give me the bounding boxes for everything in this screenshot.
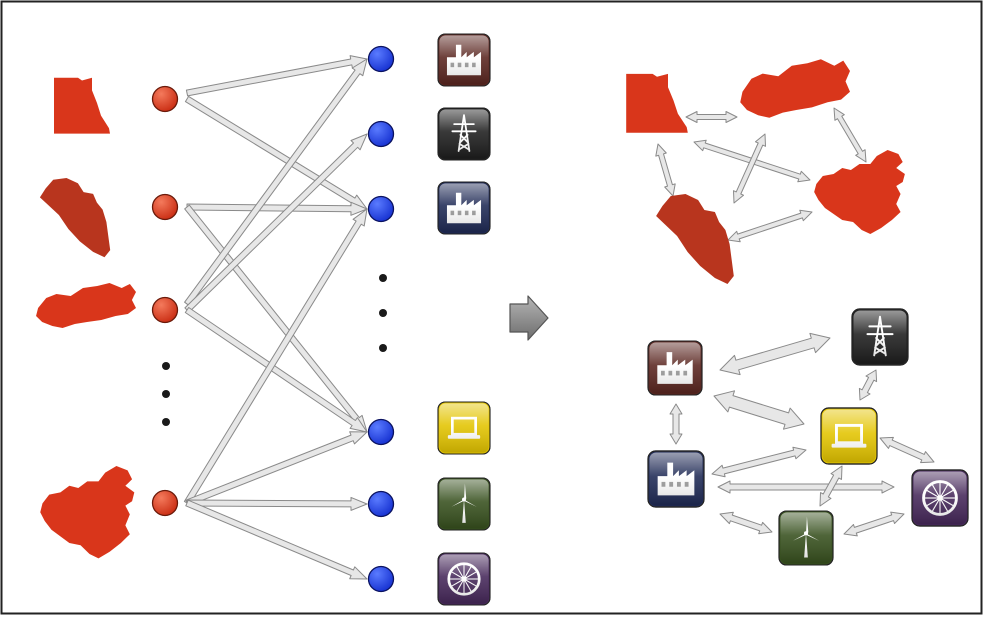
target-node	[367, 565, 395, 593]
ellipsis-dot	[379, 309, 387, 317]
factory-icon	[437, 181, 491, 235]
laptop-icon	[437, 401, 491, 455]
transform-arrow-shape	[509, 295, 549, 341]
industry-link-arrow	[843, 511, 905, 537]
industry-link-arrow	[711, 446, 807, 478]
china-map-icon	[814, 150, 905, 234]
ellipsis-dot	[162, 362, 170, 370]
link-arrow	[184, 204, 368, 433]
peru-map-icon	[39, 178, 111, 258]
laptop-icon	[820, 407, 878, 465]
industry-link-arrow	[719, 332, 831, 376]
left-link-arrows	[183, 55, 368, 580]
link-arrow	[185, 499, 368, 580]
country-link-arrow	[833, 107, 867, 163]
link-arrow	[186, 496, 368, 511]
power-tower-icon	[851, 308, 909, 366]
country-link-arrow	[727, 209, 813, 243]
ellipsis-dot	[162, 418, 170, 426]
power-tower-icon	[437, 107, 491, 161]
turkey-map-icon	[740, 59, 850, 118]
country-link-arrow	[685, 111, 738, 123]
peru-map-icon	[656, 194, 734, 284]
left-country-maps	[36, 77, 136, 559]
ellipsis-dot	[162, 390, 170, 398]
turkey-map-icon	[36, 283, 136, 328]
link-arrow	[185, 431, 368, 507]
link-arrow	[184, 307, 368, 433]
industry-link-arrow	[717, 480, 895, 494]
country-network-arrows	[655, 107, 867, 243]
link-arrow	[184, 95, 368, 210]
link-arrow	[186, 201, 368, 216]
country-network-maps	[626, 59, 905, 284]
wind-turbine-icon	[437, 477, 491, 531]
target-node	[367, 195, 395, 223]
wheel-icon	[437, 552, 491, 606]
factory-icon	[647, 340, 703, 396]
industry-link-arrow	[879, 436, 935, 464]
country-link-arrow	[733, 133, 766, 204]
wind-turbine-icon	[778, 510, 834, 566]
link-arrow	[184, 58, 368, 307]
egypt-map-icon	[54, 77, 110, 134]
ellipsis-dot	[379, 344, 387, 352]
source-node	[151, 489, 179, 517]
transform-arrow-icon	[509, 295, 549, 341]
industry-link-arrow	[719, 511, 773, 535]
industry-network-icons	[647, 308, 969, 566]
target-node	[367, 418, 395, 446]
target-node	[367, 45, 395, 73]
link-arrow	[184, 133, 368, 313]
industry-link-arrow	[819, 465, 843, 507]
target-node	[367, 490, 395, 518]
target-node	[367, 120, 395, 148]
egypt-map-icon	[626, 73, 688, 133]
source-node	[151, 296, 179, 324]
factory-icon	[647, 450, 705, 508]
left-industry-icons	[437, 33, 491, 606]
wheel-icon	[911, 469, 969, 527]
ellipsis-dots	[162, 274, 387, 426]
industry-link-arrow	[669, 403, 683, 445]
source-node	[151, 85, 179, 113]
factory-icon	[437, 33, 491, 87]
country-link-arrow	[655, 143, 676, 197]
link-arrow	[183, 208, 368, 506]
china-map-icon	[40, 466, 135, 559]
industry-link-arrow	[713, 390, 805, 430]
source-node	[151, 193, 179, 221]
link-arrow	[185, 55, 368, 97]
ellipsis-dot	[379, 274, 387, 282]
industry-network-arrows	[669, 332, 935, 537]
left-nodes	[151, 45, 395, 593]
industry-link-arrow	[858, 369, 878, 401]
